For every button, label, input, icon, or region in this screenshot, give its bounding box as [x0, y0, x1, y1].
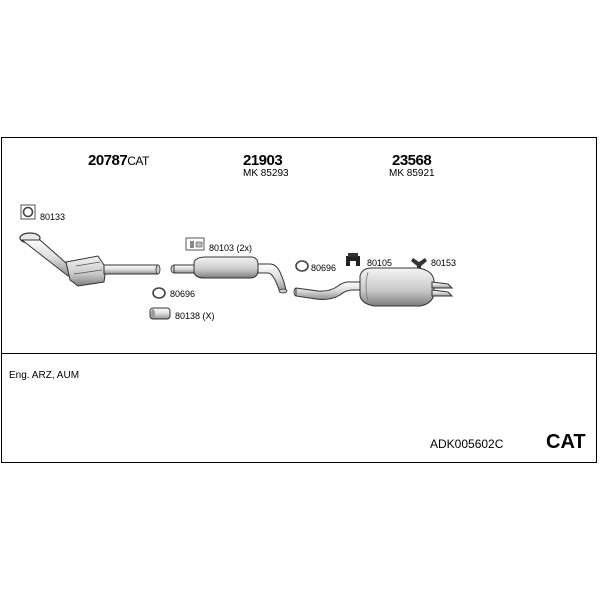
ring-icon[interactable] [295, 260, 309, 272]
part-number-catalytic-converter[interactable]: 20787CAT [88, 152, 149, 169]
diagram-frame [1, 137, 597, 463]
accessory-label-bracket: 80153 [431, 258, 457, 268]
accessory-label-rubber-mount: 80105 [367, 258, 393, 268]
part-number-middle-silencer[interactable]: 21903 [243, 152, 283, 169]
part-number-suffix: CAT [127, 154, 149, 168]
accessory-label-ring-2: 80696 [311, 263, 337, 273]
mounting-kit-middle: MK 85293 [243, 168, 289, 179]
divider-line [1, 353, 597, 354]
middle-silencer-icon[interactable] [170, 256, 288, 294]
bolt-icon[interactable] [185, 237, 205, 251]
catalytic-converter-icon[interactable] [19, 232, 161, 287]
engine-info: Eng. ARZ, AUM [9, 370, 80, 381]
ring-icon[interactable] [152, 287, 166, 299]
kit-code: ADK005602C [430, 437, 504, 451]
clamp-icon[interactable] [20, 204, 36, 220]
part-number-text: 20787 [88, 152, 128, 169]
part-number-rear-silencer[interactable]: 23568 [392, 152, 432, 169]
mounting-kit-rear: MK 85921 [389, 168, 435, 179]
sleeve-icon[interactable] [149, 307, 171, 320]
bracket-icon[interactable] [411, 258, 427, 272]
kit-type-badge: CAT [546, 431, 586, 453]
part-number-text: 21903 [243, 152, 283, 169]
rear-silencer-icon[interactable] [293, 267, 454, 307]
accessory-label-sleeve: 80138 (X) [175, 311, 215, 321]
rubber-mount-icon[interactable] [346, 253, 360, 266]
accessory-label-ring: 80696 [170, 289, 196, 299]
accessory-label-bolt: 80103 (2x) [209, 243, 253, 253]
part-number-text: 23568 [392, 152, 432, 169]
accessory-label-clamp: 80133 [40, 212, 66, 222]
